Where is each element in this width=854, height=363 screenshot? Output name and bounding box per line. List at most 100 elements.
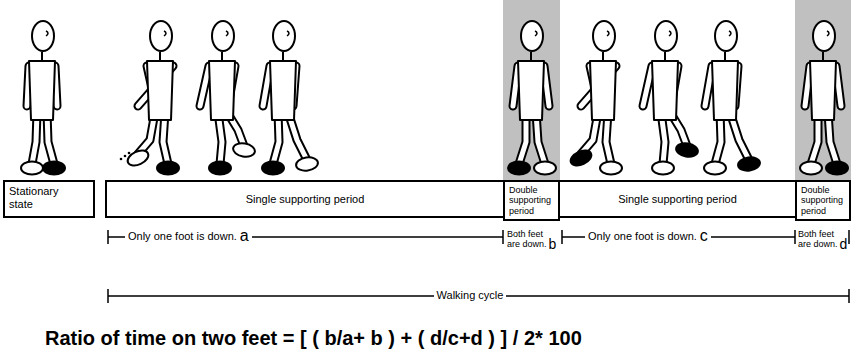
interval-letter: b	[549, 237, 557, 251]
foot	[704, 162, 726, 175]
neck	[41, 52, 43, 61]
arm	[805, 66, 810, 106]
dot	[120, 158, 123, 161]
dot	[582, 152, 585, 155]
torso	[518, 61, 544, 120]
period-box: Double supporting period	[795, 180, 851, 221]
period-box: Single supporting period	[558, 180, 797, 218]
head	[655, 21, 677, 51]
highlight-band	[795, 0, 851, 181]
neck	[221, 52, 223, 61]
dot	[124, 155, 127, 158]
ear	[287, 31, 289, 36]
head	[150, 21, 172, 51]
interval-label: Only one foot is down.	[125, 230, 240, 243]
arm	[643, 66, 652, 106]
foot	[826, 162, 848, 175]
highlight-band	[503, 0, 560, 181]
arm	[643, 66, 652, 106]
foot	[600, 162, 622, 175]
neck	[602, 52, 604, 61]
box-label: Single supporting period	[246, 193, 365, 206]
foot	[568, 147, 593, 168]
ear	[226, 31, 228, 36]
foot	[508, 162, 530, 175]
interval-letter: a	[237, 228, 252, 244]
formula-caption: Ratio of time on two feet = [ ( b/a+ b )…	[45, 327, 582, 350]
head	[273, 21, 295, 51]
foot	[262, 162, 284, 175]
walking-figure	[800, 21, 848, 175]
torso	[147, 61, 173, 120]
box-label: Double supporting period	[801, 185, 845, 216]
neck	[822, 52, 824, 61]
arm	[263, 66, 270, 106]
walking-figure	[704, 21, 761, 175]
foot	[157, 162, 179, 175]
walking-figure	[200, 21, 256, 175]
box-label: Single supporting period	[618, 193, 737, 206]
foot	[295, 156, 319, 172]
arm	[200, 66, 209, 106]
motion-dots	[120, 152, 585, 161]
head	[32, 21, 54, 51]
interval-bracket	[108, 230, 503, 244]
neck	[530, 52, 532, 61]
neck	[664, 52, 666, 61]
walking-figure	[262, 21, 319, 175]
head	[715, 21, 737, 51]
torso	[590, 61, 616, 120]
interval-label: Only one foot is down.	[585, 230, 700, 243]
interval-bracket	[562, 230, 795, 244]
neck	[724, 52, 726, 61]
foot	[534, 162, 556, 175]
torso	[29, 61, 55, 120]
period-box: Single supporting period	[105, 180, 505, 218]
arm	[544, 66, 549, 106]
walking-figure	[508, 21, 556, 175]
dot	[574, 158, 577, 161]
interval-label: Walking cycle	[434, 289, 507, 302]
box-label: Stationary state	[9, 185, 71, 210]
foot	[800, 162, 822, 175]
torso	[209, 61, 235, 120]
head	[593, 21, 615, 51]
ear	[164, 31, 166, 36]
arm	[513, 66, 518, 106]
walking-figure	[568, 21, 622, 175]
foot	[209, 162, 231, 175]
arm	[705, 66, 712, 106]
dot	[128, 152, 131, 155]
walking-figure	[643, 21, 699, 175]
arm	[836, 66, 841, 106]
arm	[513, 66, 518, 106]
foot	[21, 162, 43, 175]
arm	[200, 66, 209, 106]
neck	[282, 52, 284, 61]
ear	[607, 31, 609, 36]
head	[813, 21, 835, 51]
arm	[705, 66, 712, 106]
interval-label: Both feet are down.	[798, 229, 844, 250]
ear	[827, 31, 829, 36]
bracket-tick	[848, 230, 850, 244]
ear	[729, 31, 731, 36]
walking-figures	[21, 21, 848, 175]
torso	[712, 61, 738, 120]
torso	[652, 61, 678, 120]
foot	[675, 142, 699, 159]
foot	[737, 156, 761, 172]
period-box: Double supporting period	[503, 180, 560, 221]
torso	[270, 61, 296, 120]
foot	[43, 162, 65, 175]
arm	[263, 66, 270, 106]
head	[212, 21, 234, 51]
walking-figure	[21, 21, 65, 175]
interval-letter: d	[840, 237, 848, 251]
neck	[159, 52, 161, 61]
period-box: Stationary state	[3, 180, 95, 218]
interval-letter: c	[697, 228, 711, 244]
ear	[535, 31, 537, 36]
foot	[125, 147, 150, 168]
